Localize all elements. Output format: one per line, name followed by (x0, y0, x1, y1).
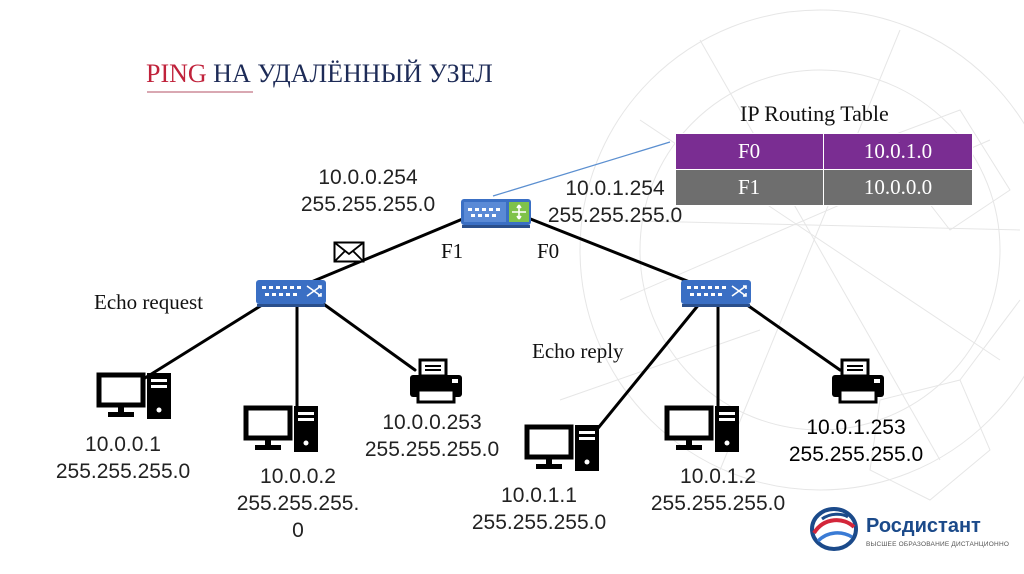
printer2-address: 10.0.1.253 255.255.255.0 (771, 414, 941, 468)
host2-address: 10.0.0.2 255.255.255. 0 (213, 463, 383, 544)
title-underline (147, 91, 253, 93)
printer-icon-right (832, 358, 884, 404)
echo-reply-label: Echo reply (532, 339, 624, 363)
echo-request-label: Echo request (94, 290, 204, 314)
port-label-f0: F0 (537, 239, 560, 263)
router-right-mask: 255.255.255.0 (547, 204, 683, 227)
link-switch1-host1 (143, 298, 272, 380)
switch-icon-left (256, 280, 326, 307)
routing-table-row: F0 10.0.1.0 (675, 133, 973, 170)
routing-table-network: 10.0.0.0 (823, 169, 973, 206)
router-right-ip: 10.0.1.254 (565, 177, 665, 200)
printer-icon-left (410, 358, 462, 404)
host3-mask: 255.255.255.0 (471, 511, 607, 534)
routing-table-network: 10.0.1.0 (823, 133, 973, 170)
host4-ip: 10.0.1.2 (680, 465, 756, 488)
link-router-switch1 (290, 216, 467, 292)
computer-icon-host3 (524, 424, 599, 471)
port-label-f1: F1 (441, 239, 464, 263)
computer-icon-host1 (96, 372, 171, 419)
router-left-ip: 10.0.0.254 (318, 166, 418, 189)
logo-name: Росдистант (866, 515, 981, 537)
router-left-mask: 255.255.255.0 (300, 193, 436, 216)
host2-mask-line1: 255.255.255. (236, 492, 360, 515)
printer2-mask: 255.255.255.0 (788, 443, 924, 466)
router-right-address: 10.0.1.254 255.255.255.0 (535, 175, 695, 229)
host1-address: 10.0.0.1 255.255.255.0 (38, 431, 208, 485)
title-accent: PING (146, 59, 207, 88)
title-rest: НА УДАЛЁННЫЙ УЗЕЛ (206, 59, 493, 88)
printer2-ip: 10.0.1.253 (806, 416, 906, 439)
link-switch2-printer2 (738, 298, 842, 372)
routing-table: F0 10.0.1.0 F1 10.0.0.0 (675, 133, 973, 206)
host3-ip: 10.0.1.1 (501, 484, 577, 507)
slide-title: PING НА УДАЛЁННЫЙ УЗЕЛ (146, 59, 493, 89)
logo-tagline: ВЫСШЕЕ ОБРАЗОВАНИЕ ДИСТАНЦИОННО (866, 541, 1010, 548)
link-switch2-host3 (588, 301, 702, 440)
routing-table-interface: F1 (675, 169, 824, 206)
switch-icon-right (681, 280, 751, 307)
computer-icon-host2 (243, 405, 318, 452)
printer1-mask: 255.255.255.0 (364, 438, 500, 461)
router-icon (461, 199, 531, 228)
host1-mask: 255.255.255.0 (55, 460, 191, 483)
printer1-ip: 10.0.0.253 (382, 411, 482, 434)
link-router-switch2 (526, 216, 717, 294)
host1-ip: 10.0.0.1 (85, 433, 161, 456)
routing-table-callout-line (492, 141, 671, 197)
host4-address: 10.0.1.2 255.255.255.0 (633, 463, 803, 517)
envelope-icon (333, 241, 365, 263)
routing-table-title: IP Routing Table (740, 101, 889, 126)
host3-address: 10.0.1.1 255.255.255.0 (454, 482, 624, 536)
routing-table-row: F1 10.0.0.0 (675, 169, 973, 206)
rosdistant-logo-icon (810, 507, 858, 551)
host2-ip: 10.0.0.2 (260, 465, 336, 488)
printer1-address: 10.0.0.253 255.255.255.0 (347, 409, 517, 463)
host4-mask: 255.255.255.0 (650, 492, 786, 515)
routing-table-interface: F0 (675, 133, 824, 170)
link-switch1-printer1 (316, 298, 417, 372)
host2-mask-line2: 0 (292, 519, 304, 542)
computer-icon-host4 (664, 405, 739, 452)
router-left-address: 10.0.0.254 255.255.255.0 (283, 164, 453, 218)
